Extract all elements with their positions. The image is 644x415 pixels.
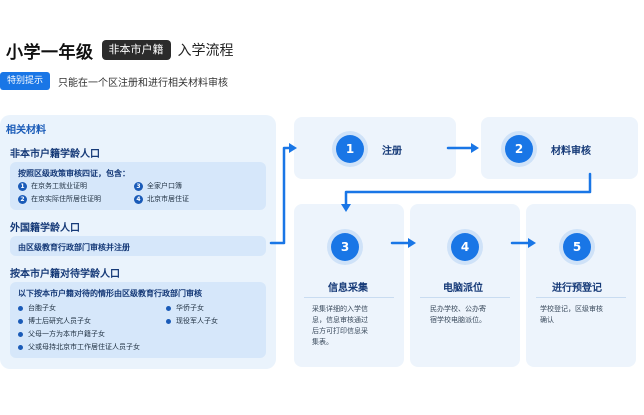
list-item: 台胞子女 xyxy=(18,303,56,313)
step-description: 学校登记，区级审核 确认 xyxy=(540,304,630,326)
step-card-register: 1 注册 xyxy=(294,117,456,179)
notice-badge: 特别提示 xyxy=(0,72,51,90)
step-number: 2 xyxy=(505,135,533,163)
checklist-item: 1 在京务工就业证明 xyxy=(18,181,87,191)
list-item-text: 父或母持北京市工作居住证人员子女 xyxy=(28,343,140,351)
checklist-item: 3 全家户口簿 xyxy=(134,181,182,191)
item-number: 1 xyxy=(18,181,27,191)
bullet-icon xyxy=(18,318,23,324)
desc-line: 采集详细的入学信 xyxy=(312,305,368,313)
item-number: 4 xyxy=(134,194,143,204)
bullet-icon xyxy=(166,305,171,311)
list-item-text: 博士后研究人员子女 xyxy=(28,317,91,325)
section-foreign-box: 由区级教育行政部门审核并注册 xyxy=(10,236,266,256)
step-number: 3 xyxy=(331,233,359,261)
list-item: 现役军人子女 xyxy=(166,316,218,326)
desc-line: 宿学校电脑派位。 xyxy=(430,316,486,324)
step-number: 4 xyxy=(451,233,479,261)
step-label: 注册 xyxy=(382,146,402,157)
bullet-icon xyxy=(18,344,23,350)
section-equivalent-head: 以下按本市户籍对待的情形由区级教育行政部门审核 xyxy=(18,289,202,298)
section-nonlocal-head: 按照区级政策审核四证，包含： xyxy=(18,169,130,178)
divider xyxy=(420,297,510,298)
notice-text: 只能在一个区注册和进行相关材料审核 xyxy=(58,77,229,89)
list-item: 父或母持北京市工作居住证人员子女 xyxy=(18,342,140,352)
section-nonlocal-box: 按照区级政策审核四证，包含： 1 在京务工就业证明 3 全家户口簿 2 在京实际… xyxy=(10,162,266,210)
step-description: 民办学校、公办寄 宿学校电脑派位。 xyxy=(430,304,514,326)
desc-line: 民办学校、公办寄 xyxy=(430,305,486,313)
item-text: 在京实际住所居住证明 xyxy=(31,195,101,203)
list-item-text: 华侨子女 xyxy=(176,304,204,312)
desc-line: 确认 xyxy=(540,316,554,324)
step-card-preregister: 5 进行预登记 学校登记，区级审核 确认 xyxy=(526,204,636,367)
arrowhead-icon xyxy=(471,143,479,153)
desc-line: 学校登记，区级审核 xyxy=(540,305,603,313)
list-item: 博士后研究人员子女 xyxy=(18,316,91,326)
bullet-icon xyxy=(18,331,23,337)
item-number: 2 xyxy=(18,194,27,204)
step-label: 信息采集 xyxy=(328,283,368,294)
page-subtitle: 入学流程 xyxy=(177,43,234,59)
list-item-text: 现役军人子女 xyxy=(176,317,218,325)
desc-line: 息，信息审核通过 xyxy=(312,316,368,324)
desc-line: 后方可打印信息采 xyxy=(312,327,368,335)
step-label: 进行预登记 xyxy=(552,283,602,294)
page-title: 小学一年级 xyxy=(6,42,94,63)
checklist-item: 2 在京实际住所居住证明 xyxy=(18,194,101,204)
item-text: 在京务工就业证明 xyxy=(31,182,87,190)
step-number: 1 xyxy=(336,135,364,163)
section-foreign-title: 外国籍学龄人口 xyxy=(10,223,80,234)
item-text: 全家户口簿 xyxy=(147,182,182,190)
list-item-text: 台胞子女 xyxy=(28,304,56,312)
step-card-review: 2 材料审核 xyxy=(481,117,638,179)
bullet-icon xyxy=(18,305,23,311)
materials-panel: 相关材料 非本市户籍学龄人口 按照区级政策审核四证，包含： 1 在京务工就业证明… xyxy=(0,115,276,369)
divider xyxy=(304,297,394,298)
checklist-item: 4 北京市居住证 xyxy=(134,194,189,204)
item-text: 北京市居住证 xyxy=(147,195,189,203)
section-nonlocal-title: 非本市户籍学龄人口 xyxy=(10,149,100,160)
item-number: 3 xyxy=(134,181,143,191)
step-description: 采集详细的入学信 息，信息审核通过 后方可打印信息采 集表。 xyxy=(312,304,396,348)
materials-title: 相关材料 xyxy=(6,125,46,136)
divider xyxy=(536,297,626,298)
notice-row: 特别提示 只能在一个区注册和进行相关材料审核 xyxy=(0,72,228,90)
bullet-icon xyxy=(166,318,171,324)
step-label: 材料审核 xyxy=(551,146,591,157)
title-tag: 非本市户籍 xyxy=(101,40,171,60)
step-number: 5 xyxy=(563,233,591,261)
page-title-row: 小学一年级 非本市户籍 入学流程 xyxy=(6,38,234,63)
section-equivalent-box: 以下按本市户籍对待的情形由区级教育行政部门审核 台胞子女 华侨子女 博士后研究人… xyxy=(10,282,266,358)
desc-line: 集表。 xyxy=(312,338,333,346)
list-item: 父母一方为本市户籍子女 xyxy=(18,329,105,339)
step-card-lottery: 4 电脑派位 民办学校、公办寄 宿学校电脑派位。 xyxy=(410,204,520,367)
section-foreign-text: 由区级教育行政部门审核并注册 xyxy=(18,243,130,252)
section-equivalent-title: 按本市户籍对待学龄人口 xyxy=(10,269,120,280)
list-item-text: 父母一方为本市户籍子女 xyxy=(28,330,105,338)
step-label: 电脑派位 xyxy=(443,283,483,294)
step-card-info: 3 信息采集 采集详细的入学信 息，信息审核通过 后方可打印信息采 集表。 xyxy=(294,204,404,367)
list-item: 华侨子女 xyxy=(166,303,204,313)
